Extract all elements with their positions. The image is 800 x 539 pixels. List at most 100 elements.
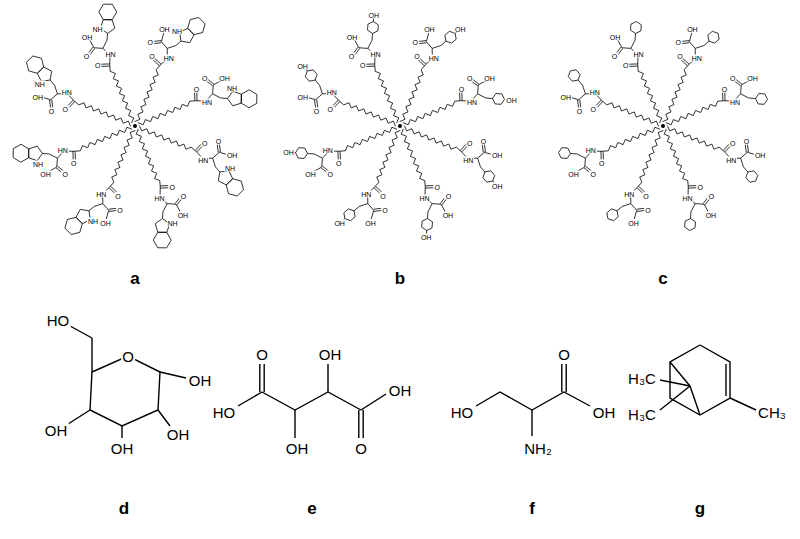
bond-line: [238, 392, 262, 406]
atom-label: O: [215, 138, 222, 145]
atom-label: OH: [177, 212, 190, 219]
bond-line: [425, 187, 434, 188]
atom-label: OH: [318, 347, 343, 362]
bond-line: [730, 398, 756, 410]
atom-label: O: [589, 171, 596, 178]
bond-line: [196, 92, 197, 101]
panel-letter: b: [394, 270, 406, 287]
bond-line: [107, 33, 108, 40]
bond-line: [734, 81, 740, 86]
atom-label: HN: [326, 89, 338, 96]
bond-line: [70, 326, 92, 338]
atom-label: OH: [226, 152, 239, 159]
bond-line: [583, 85, 586, 94]
bond-line: [375, 186, 381, 192]
atom-label: NH: [91, 26, 103, 33]
atom-label: OH: [296, 62, 309, 69]
bond-line: [478, 152, 485, 158]
bond-line: [722, 92, 723, 101]
atom-label: NH₂: [523, 441, 553, 456]
bond-line: [177, 199, 182, 205]
atom-label: OH: [420, 234, 433, 241]
bond-line: [476, 392, 590, 410]
atom-label: HN: [418, 195, 430, 202]
atom-label: NH: [226, 85, 238, 92]
atom-label: OH: [423, 25, 436, 32]
atom-label: NH: [87, 218, 99, 225]
atom-label: NH: [34, 80, 46, 87]
bond-line: [163, 204, 167, 212]
atom-label: O: [743, 138, 750, 145]
atom-label: H₃C: [627, 371, 657, 386]
bond-line: [305, 70, 317, 81]
bond-line: [110, 65, 134, 123]
bond-line: [167, 46, 176, 49]
bond-line: [327, 364, 328, 392]
atom-label: NH: [171, 27, 183, 34]
core-dot: [661, 124, 665, 128]
bond-line: [50, 80, 54, 85]
bond-line: [602, 127, 660, 151]
bond-line: [221, 98, 228, 99]
bond-line: [441, 204, 445, 212]
bond-line: [688, 185, 697, 186]
bond-line: [725, 364, 726, 396]
atom-label: OH: [81, 33, 94, 40]
bond-line: [484, 144, 485, 152]
atom-label: OH: [686, 25, 699, 32]
bond-line: [418, 60, 424, 66]
bond-line: [471, 81, 477, 86]
atom-label: HN: [163, 54, 175, 61]
atom-label: OH: [368, 11, 381, 18]
atom-label: OH: [166, 427, 191, 442]
atom-label: O: [255, 347, 269, 362]
bond-line: [426, 42, 432, 49]
bond-line: [363, 410, 364, 438]
bond-line: [403, 101, 461, 125]
bond-line: [618, 40, 622, 48]
bond-line: [371, 210, 374, 219]
atom-label: O: [557, 347, 571, 362]
bond-line: [153, 232, 171, 248]
bond-line: [262, 392, 361, 410]
bond-line: [51, 94, 58, 100]
bond-line: [418, 41, 426, 42]
atom-label: O: [94, 61, 101, 68]
bond-line: [584, 158, 586, 167]
bond-line: [493, 94, 505, 105]
bond-line: [215, 167, 219, 172]
bond-line: [13, 144, 29, 162]
atom-label: O: [61, 171, 68, 178]
atom-label: O: [70, 160, 77, 167]
atom-label: OH: [505, 96, 518, 103]
bond-line: [358, 410, 359, 438]
atom-label: O: [146, 39, 153, 46]
bond-line: [635, 33, 636, 40]
bond-line: [375, 130, 401, 187]
bond-line: [681, 41, 689, 42]
atom-label: O: [434, 184, 441, 191]
bond-line: [121, 426, 122, 438]
atom-label: O: [381, 206, 388, 213]
atom-label: HO: [450, 405, 475, 420]
bond-line: [741, 152, 748, 158]
atom-label: O: [169, 184, 176, 191]
atom-label: O: [622, 61, 629, 68]
atom-label: OH: [754, 152, 767, 159]
atom-label: OH: [483, 75, 496, 82]
atom-label: O: [458, 85, 465, 92]
atom-label: O: [708, 192, 715, 199]
bond-line: [478, 94, 486, 98]
atom-label: HN: [681, 195, 693, 202]
bond-line: [167, 203, 176, 205]
bond-line: [691, 204, 695, 212]
atom-label: O: [413, 53, 420, 60]
bond-line: [559, 148, 571, 159]
bond-line: [68, 410, 90, 424]
atom-label: O: [48, 107, 55, 114]
atom-label: O: [445, 192, 452, 199]
atom-label: OH: [158, 25, 171, 32]
atom-label: OH: [442, 212, 455, 219]
atom-label: O: [611, 53, 618, 60]
bond-line: [708, 31, 719, 43]
